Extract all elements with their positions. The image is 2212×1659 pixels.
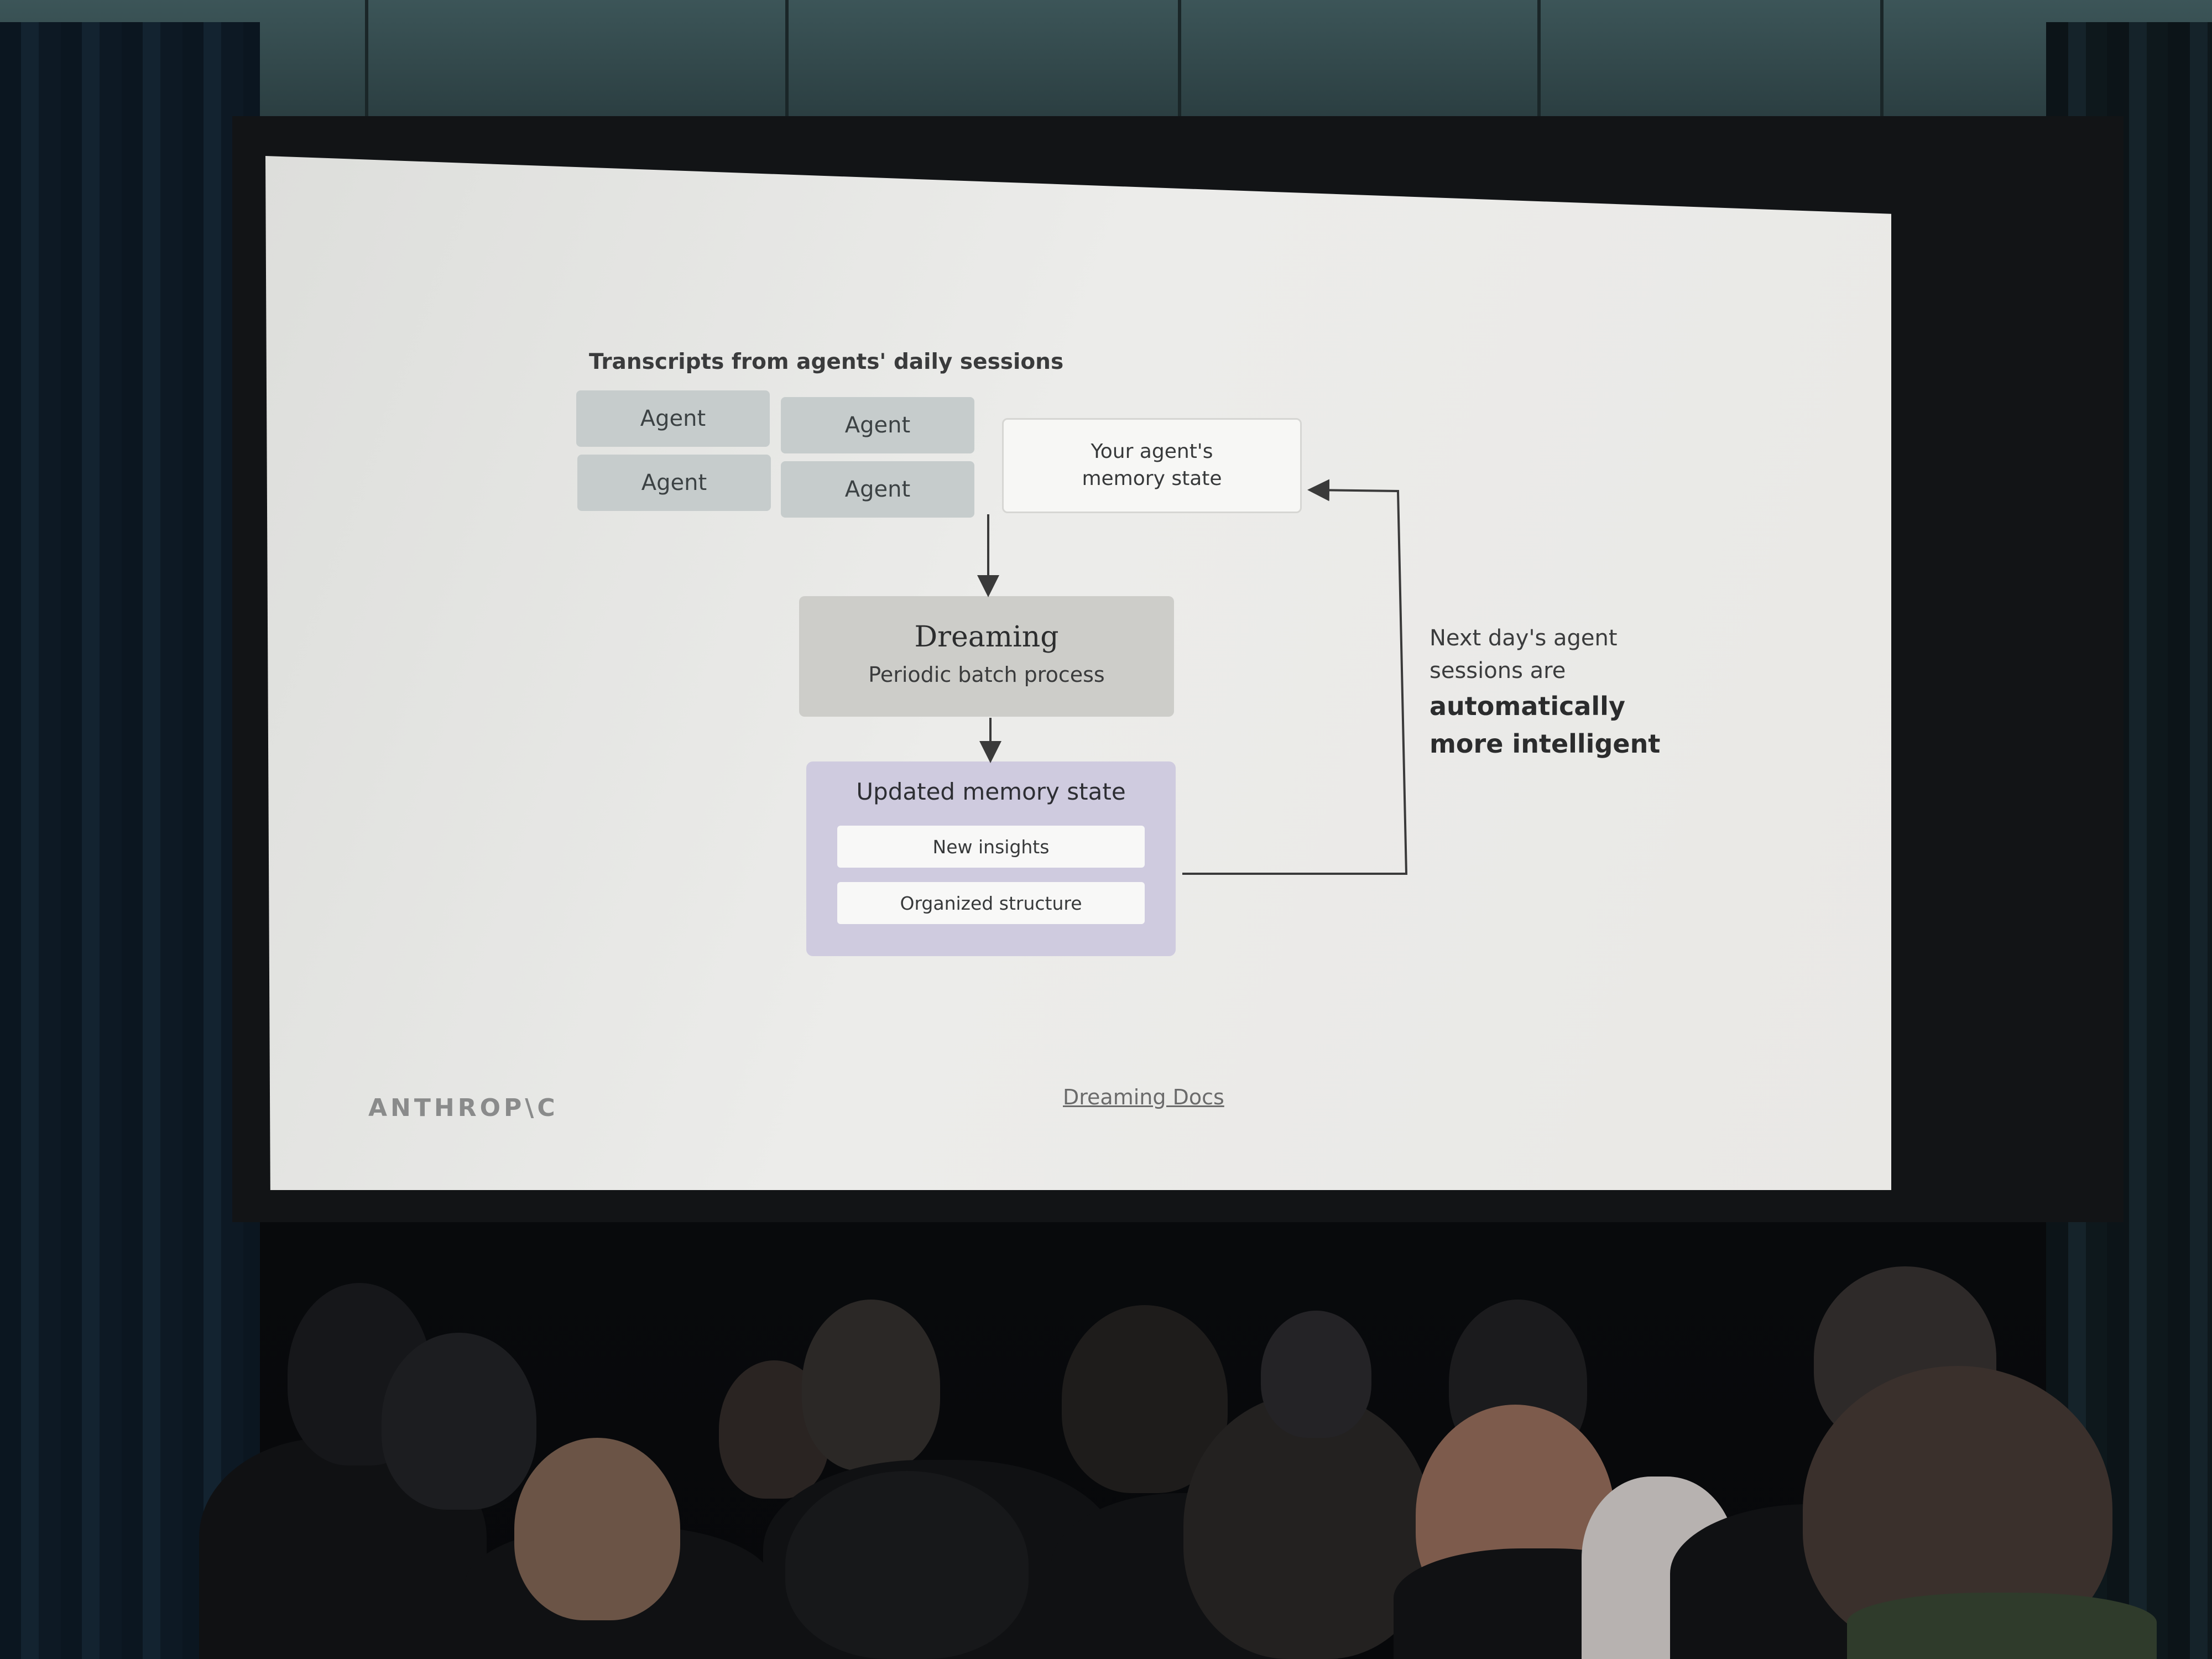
agent-box: Agent xyxy=(781,461,974,518)
note-emphasis: more intelligent xyxy=(1430,729,1661,759)
audience-head xyxy=(802,1300,940,1471)
wall-panel-seam xyxy=(1537,0,1541,144)
updated-memory-title: Updated memory state xyxy=(856,778,1126,805)
audience-head xyxy=(1261,1311,1371,1438)
memory-item-organized-structure: Organized structure xyxy=(837,882,1145,924)
anthropic-logo: ANTHROP\C xyxy=(368,1094,559,1122)
agent-box: Agent xyxy=(577,455,771,511)
memory-box-line: Your agent's xyxy=(1091,440,1213,463)
slide-title: Transcripts from agents' daily sessions xyxy=(589,349,1064,374)
dreaming-docs-link[interactable]: Dreaming Docs xyxy=(1063,1085,1224,1109)
wall-panel-seam xyxy=(1178,0,1181,144)
audience-member xyxy=(1847,1593,2157,1659)
stage-curtain-left xyxy=(0,22,260,1659)
updated-memory-state-box: Updated memory state New insights Organi… xyxy=(806,761,1176,956)
dreaming-subtitle: Periodic batch process xyxy=(868,662,1105,687)
agent-box: Agent xyxy=(781,397,974,453)
wall-panel-seam xyxy=(785,0,789,144)
audience-head xyxy=(1183,1394,1432,1659)
agent-memory-state-box: Your agent's memory state xyxy=(1002,418,1302,513)
audience-head xyxy=(785,1471,1029,1659)
next-day-note: Next day's agent sessions are automatica… xyxy=(1430,622,1660,763)
wall-panel-seam xyxy=(1880,0,1884,144)
audience-head xyxy=(514,1438,680,1620)
audience-head xyxy=(382,1333,536,1510)
agent-box: Agent xyxy=(576,390,770,447)
note-emphasis: automatically xyxy=(1430,691,1625,722)
memory-box-line: memory state xyxy=(1082,467,1222,490)
dreaming-title: Dreaming xyxy=(914,620,1059,654)
memory-item-new-insights: New insights xyxy=(837,826,1145,868)
note-line: Next day's agent xyxy=(1430,625,1618,651)
arrow-feedback-loop xyxy=(1182,479,1408,875)
wall-panel-seam xyxy=(365,0,368,144)
note-line: sessions are xyxy=(1430,658,1566,684)
dreaming-process-box: Dreaming Periodic batch process xyxy=(799,596,1174,717)
